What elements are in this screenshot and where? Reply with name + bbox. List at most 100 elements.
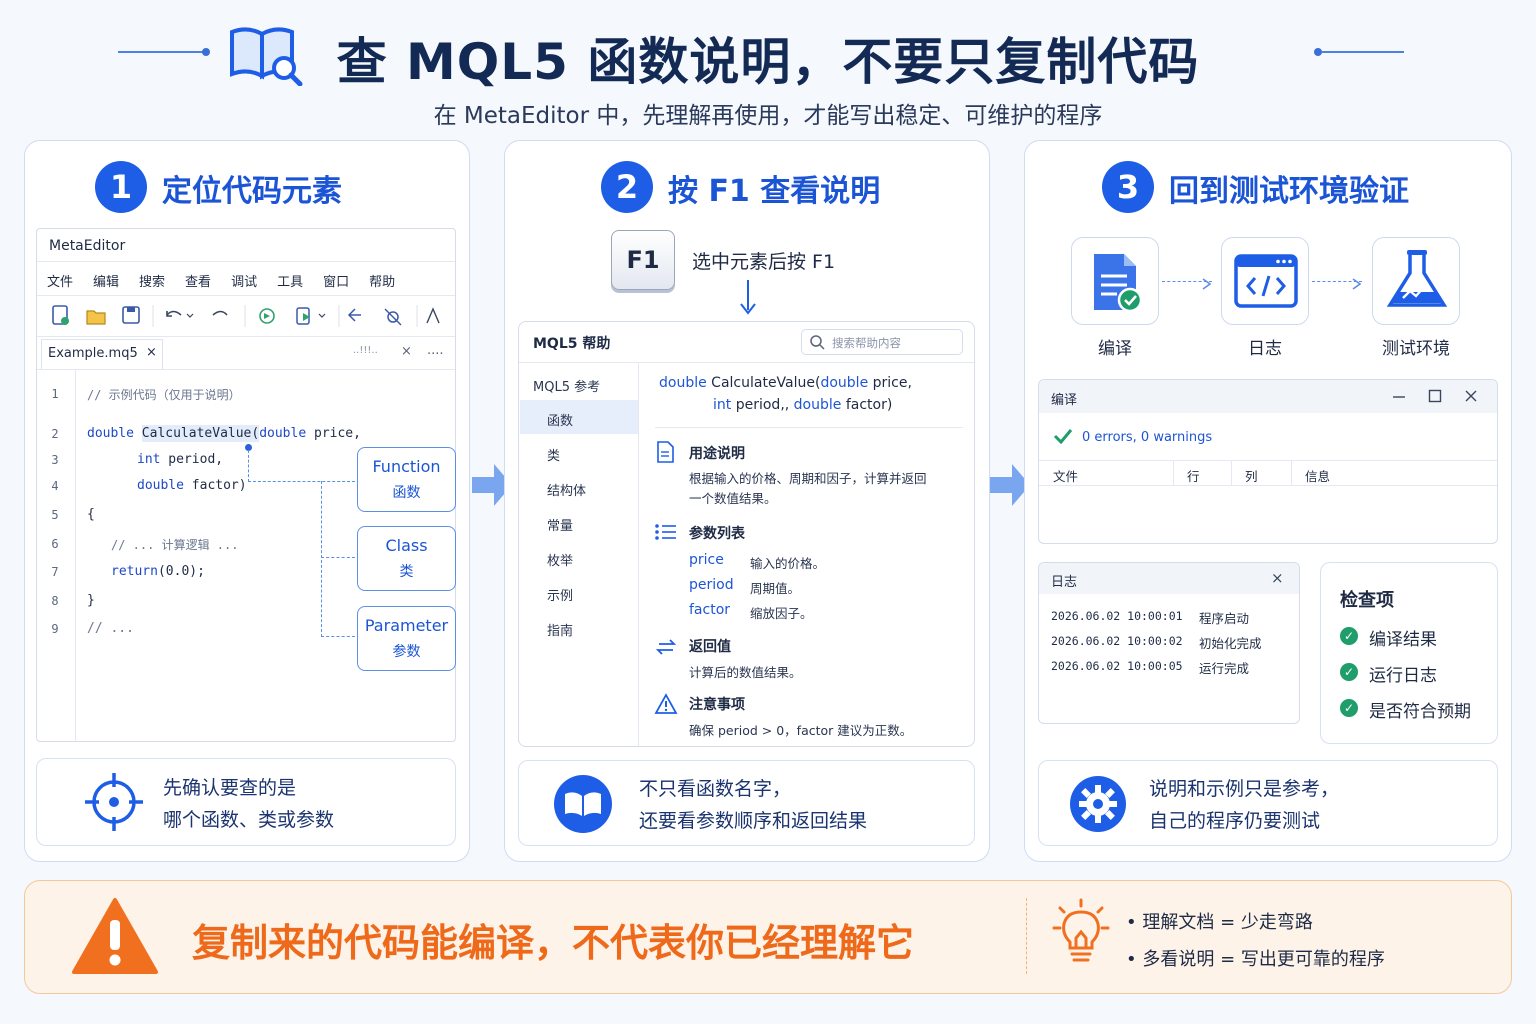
maximize-icon[interactable] <box>1427 388 1443 408</box>
compile-icon <box>259 308 275 324</box>
editor-close-icon[interactable]: × <box>401 344 412 359</box>
help-nav-enums[interactable]: 枚举 <box>547 554 574 569</box>
arrow-down-icon <box>739 280 757 320</box>
flow-label-tester: 测试环境 <box>1382 339 1450 359</box>
line-number: 5 <box>51 508 59 522</box>
step2-number: 2 <box>601 161 653 213</box>
warning-text: 复制来的代码能编译，不代表你已经理解它 <box>192 921 915 965</box>
crosshair-icon <box>83 771 145 837</box>
menu-file[interactable]: 文件 <box>47 275 74 290</box>
warning-divider <box>1026 898 1027 974</box>
code-line-2: double CalculateValue(double price, <box>87 425 361 442</box>
header-line-left <box>118 51 206 53</box>
open-book-icon <box>553 774 613 838</box>
menu-help[interactable]: 帮助 <box>369 275 396 290</box>
flow-arrowhead-icon <box>1202 275 1212 294</box>
editor-toolbar <box>49 303 449 329</box>
log-row-msg: 程序启动 <box>1199 611 1250 626</box>
debug-icon <box>384 308 402 326</box>
help-nav-examples[interactable]: 示例 <box>547 589 574 604</box>
step-into-icon <box>347 308 361 322</box>
tip1-text: 先确认要查的是哪个函数、类或参数 <box>163 777 335 831</box>
line-number: 4 <box>51 479 59 493</box>
param-name-price: price <box>689 552 724 568</box>
line-number: 6 <box>51 537 59 551</box>
tip1-card: 先确认要查的是哪个函数、类或参数 <box>36 758 456 846</box>
flow-label-compile: 编译 <box>1098 339 1132 359</box>
checklist-card: 检查项 ✓ 编译结果 ✓ 运行日志 ✓ 是否符合预期 <box>1320 562 1498 744</box>
connector-dot <box>245 444 252 451</box>
code-line-1: // 示例代码（仅用于说明） <box>87 388 241 402</box>
header-line-right <box>1322 51 1404 53</box>
help-title: MQL5 帮助 <box>533 336 611 352</box>
help-nav-header: MQL5 参考 <box>533 380 601 395</box>
close-icon[interactable] <box>1463 388 1479 408</box>
code-line-9: // ... <box>87 621 134 636</box>
compile-doc-icon <box>1071 237 1159 325</box>
connector-line <box>321 557 355 558</box>
document-icon <box>655 441 675 467</box>
param-name-factor: factor <box>689 602 731 618</box>
log-row-time: 2026.06.02 10:00:01 <box>1051 609 1183 623</box>
help-nav-constants[interactable]: 常量 <box>547 519 574 534</box>
checklist-title: 检查项 <box>1340 590 1394 611</box>
tab-overflow-marker: ..!!!.. <box>353 345 378 356</box>
code-line-3: int period, <box>137 452 224 467</box>
run-icon <box>296 307 310 325</box>
menu-search[interactable]: 搜索 <box>139 275 166 290</box>
param-desc-period: 周期值。 <box>750 581 801 596</box>
log-window-title: 日志 <box>1051 575 1078 590</box>
help-nav-classes[interactable]: 类 <box>547 449 561 464</box>
flow-arrowhead-icon <box>1352 275 1362 294</box>
menu-window[interactable]: 窗口 <box>323 275 350 290</box>
help-signature-line1: double CalculateValue(double price, <box>659 375 912 391</box>
list-icon <box>655 523 677 545</box>
tip2-text: 不只看函数名字，还要看参数顺序和返回结果 <box>639 778 868 832</box>
menu-edit[interactable]: 编辑 <box>93 275 120 290</box>
notes-desc: 确保 period > 0，factor 建议为正数。 <box>689 723 913 738</box>
checkmark-icon: ✓ <box>1340 627 1358 645</box>
code-line-8: } <box>87 593 95 608</box>
line-number: 8 <box>51 594 59 608</box>
tip3-card: 说明和示例只是参考，自己的程序仍要测试 <box>1038 760 1498 846</box>
compile-window: 编译 0 errors, 0 warnings 文件 行 列 信息 <box>1038 379 1498 544</box>
help-signature-line2: int period,, double factor) <box>713 397 893 413</box>
return-title: 返回值 <box>689 639 731 655</box>
return-desc: 计算后的数值结果。 <box>689 665 802 680</box>
code-line-5: { <box>87 507 95 522</box>
code-window-icon <box>1221 237 1309 325</box>
checkmark-icon: ✓ <box>1340 699 1358 717</box>
code-line-7: return(0.0); <box>111 564 205 579</box>
help-search-input[interactable]: 搜索帮助内容 <box>801 329 963 355</box>
minimize-icon[interactable] <box>1391 388 1407 408</box>
help-nav-guides[interactable]: 指南 <box>547 624 574 639</box>
flow-connector <box>1162 281 1212 282</box>
function-name-highlight[interactable]: CalculateValue( <box>141 425 260 442</box>
code-line-6: // ... 计算逻辑 ... <box>111 538 239 552</box>
line-number: 2 <box>51 427 59 441</box>
warning-bullet: • 多看说明 = 写出更可靠的程序 <box>1126 949 1385 970</box>
arrow-right-icon <box>470 462 514 512</box>
help-nav-functions[interactable]: 函数 <box>547 414 574 429</box>
editor-more-icon[interactable]: .... <box>427 343 444 358</box>
f1-key[interactable]: F1 <box>611 230 675 290</box>
editor-tab-example[interactable]: Example.mq5 × <box>41 339 163 369</box>
header-dot-left <box>202 48 210 56</box>
flow-label-log: 日志 <box>1248 339 1282 359</box>
log-window: 日志 × 2026.06.02 10:00:01 程序启动 2026.06.02… <box>1038 562 1300 724</box>
connector-line <box>321 636 355 637</box>
menu-view[interactable]: 查看 <box>185 275 212 290</box>
checklist-item: 编译结果 <box>1369 630 1437 650</box>
checklist-item: 是否符合预期 <box>1369 702 1471 722</box>
menu-debug[interactable]: 调试 <box>231 275 258 290</box>
log-close-icon[interactable]: × <box>1271 569 1284 587</box>
param-name-period: period <box>689 577 734 593</box>
step3-number: 3 <box>1102 161 1154 213</box>
menu-tools[interactable]: 工具 <box>277 275 304 290</box>
tab-close-icon[interactable]: × <box>146 345 157 360</box>
warning-triangle-icon <box>654 693 678 719</box>
params-title: 参数列表 <box>689 526 745 542</box>
help-nav-structs[interactable]: 结构体 <box>547 484 587 499</box>
param-desc-factor: 缩放因子。 <box>750 606 813 621</box>
